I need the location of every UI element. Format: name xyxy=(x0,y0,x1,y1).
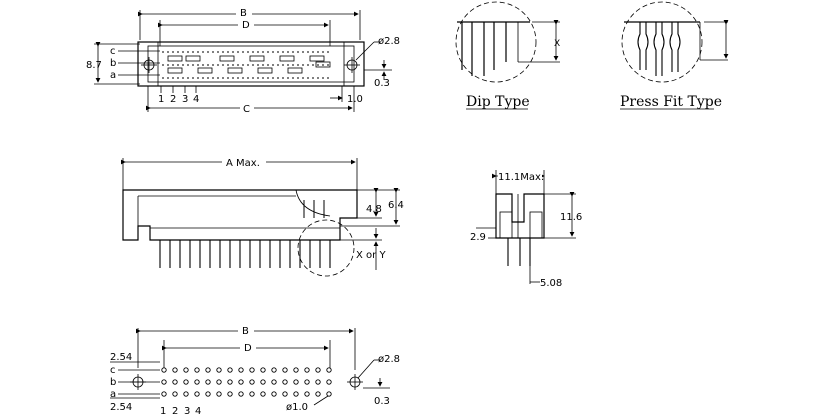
dim-d-label: D xyxy=(242,20,250,31)
bottom-dim-d-label: D xyxy=(244,343,252,354)
pin-4-label: 4 xyxy=(193,94,199,105)
pin-dia-label: ø1.0 xyxy=(286,402,308,413)
dim-48-label: 4.8 xyxy=(366,204,382,215)
dim-03-label: 0.3 xyxy=(374,78,390,89)
dim-b-label: B xyxy=(240,8,247,19)
press-fit-detail: Press Fit Type xyxy=(620,1,729,110)
contact-grid xyxy=(162,51,331,79)
bottom-row-b-label: b xyxy=(110,377,116,388)
dip-type-detail: X Dip Type xyxy=(455,1,560,110)
bottom-view: B D 2.54 c b a 2.54 xyxy=(110,324,400,415)
end-view: 11.1Max. 11.6 2.9 5.08 xyxy=(470,170,582,289)
bottom-hole-dia-label: ø2.8 xyxy=(378,354,400,365)
bottom-pin-3-label: 3 xyxy=(184,406,190,415)
dim-87-label: 8.7 xyxy=(86,60,102,71)
x-or-y-label: X or Y xyxy=(356,250,386,261)
side-view: A Max. xyxy=(121,156,404,277)
pin-3-label: 3 xyxy=(182,94,188,105)
dim-508-label: 5.08 xyxy=(540,278,562,289)
bottom-dim-03-label: 0.3 xyxy=(374,396,390,407)
dim-c-label: C xyxy=(243,104,250,115)
dim-10-label: 1.0 xyxy=(347,94,363,105)
hole-dia-label: ø2.8 xyxy=(378,36,400,47)
bottom-pin-1-label: 1 xyxy=(160,406,166,415)
top-view: B D xyxy=(86,6,400,115)
bottom-pin-grid xyxy=(161,367,332,397)
row-a-label: a xyxy=(110,70,116,81)
press-fit-type-label: Press Fit Type xyxy=(620,94,722,110)
dip-type-label: Dip Type xyxy=(466,94,530,110)
row-c-label: c xyxy=(110,46,116,57)
pin-2-label: 2 xyxy=(170,94,176,105)
bottom-row-c-label: c xyxy=(110,365,116,376)
side-body xyxy=(122,189,358,241)
end-body xyxy=(495,193,545,239)
dim-254-top-label: 2.54 xyxy=(110,352,132,363)
dim-a-label: A Max. xyxy=(226,158,260,169)
top-body xyxy=(137,41,365,87)
dim-64-label: 6.4 xyxy=(388,200,404,211)
pin-1-label: 1 xyxy=(158,94,164,105)
bottom-pin-4-label: 4 xyxy=(195,406,201,415)
bottom-pin-2-label: 2 xyxy=(172,406,178,415)
row-b-label: b xyxy=(110,58,116,69)
bottom-row-a-label: a xyxy=(110,389,116,400)
bottom-dim-b-label: B xyxy=(242,326,249,337)
dim-29-label: 2.9 xyxy=(470,232,486,243)
dim-116-label: 11.6 xyxy=(560,212,582,223)
dip-x-label: X xyxy=(554,39,560,49)
dim-111-label: 11.1Max. xyxy=(498,172,544,183)
dim-254-bottom-label: 2.54 xyxy=(110,402,132,413)
